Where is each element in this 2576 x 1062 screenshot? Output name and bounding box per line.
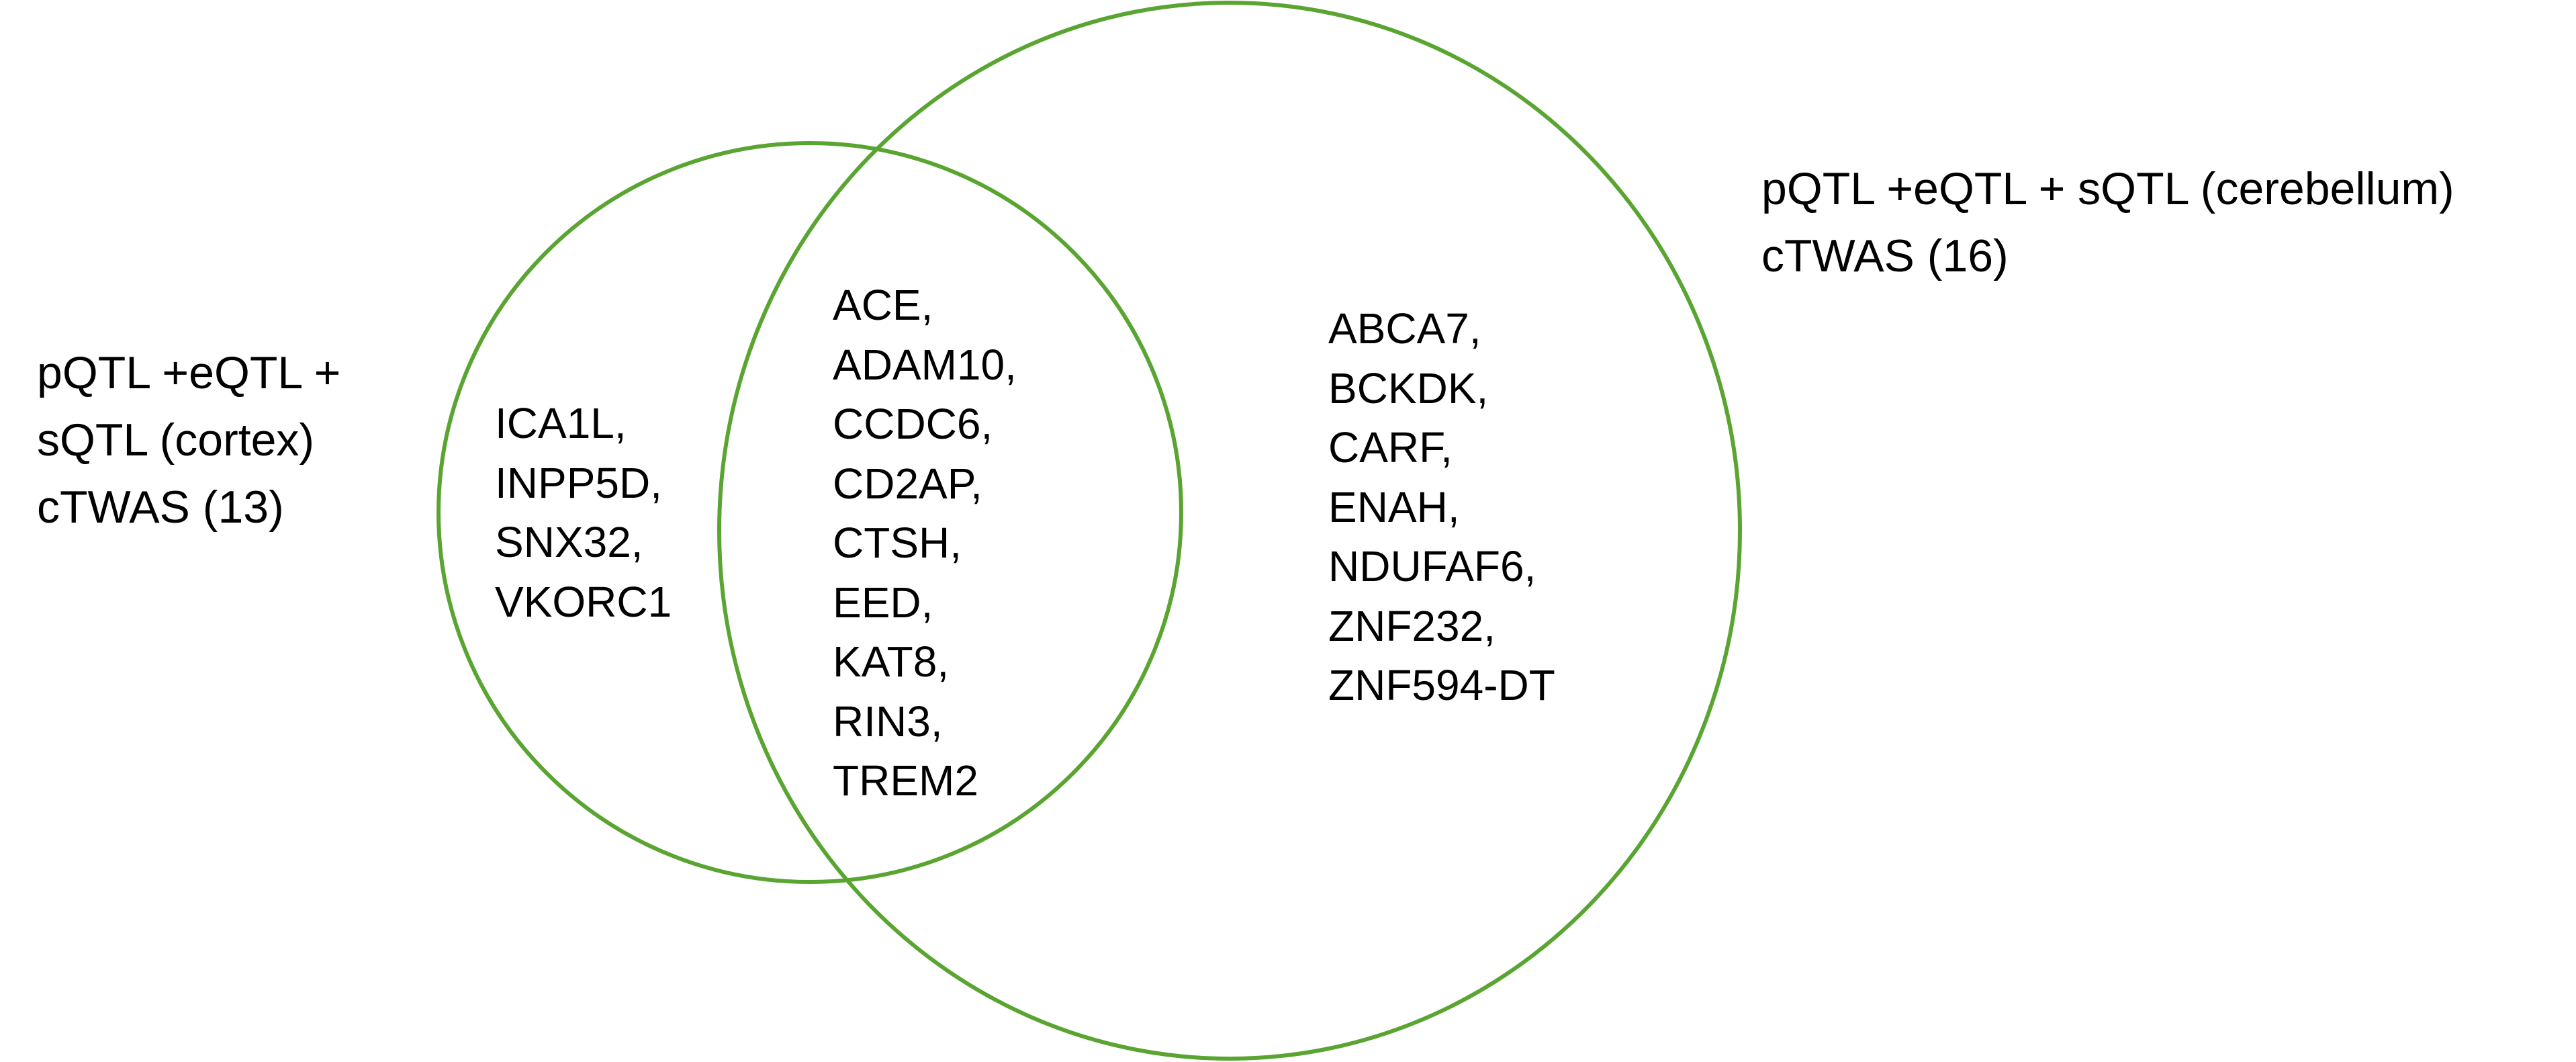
cortex-label-line: pQTL +eQTL + bbox=[37, 347, 341, 398]
cerebellum-set-circle bbox=[717, 1, 1742, 1061]
gene-item: CCDC6, bbox=[833, 400, 993, 448]
gene-item: ABCA7, bbox=[1328, 304, 1481, 353]
gene-item: CD2AP, bbox=[833, 459, 982, 508]
gene-item: ENAH, bbox=[1328, 482, 1460, 531]
cortex-set-circle bbox=[436, 141, 1183, 884]
gene-item: EED, bbox=[833, 578, 933, 627]
cerebellum-label-line: pQTL +eQTL + sQTL (cerebellum) bbox=[1761, 163, 2454, 214]
gene-item: CTSH, bbox=[833, 519, 962, 567]
gene-item: CARF, bbox=[1328, 423, 1453, 472]
cerebellum-only-gene-list: ABCA7, BCKDK, CARF, ENAH, NDUFAF6, ZNF23… bbox=[1328, 299, 1555, 715]
gene-item: SNX32, bbox=[495, 518, 643, 566]
gene-item: ZNF232, bbox=[1328, 601, 1496, 650]
gene-item: ADAM10, bbox=[833, 340, 1017, 389]
gene-item: VKORC1 bbox=[495, 577, 672, 626]
gene-item: ZNF594-DT bbox=[1328, 661, 1555, 709]
cerebellum-label-line: cTWAS (16) bbox=[1761, 230, 2009, 281]
gene-item: ICA1L, bbox=[495, 399, 627, 447]
cortex-set-label: pQTL +eQTL + sQTL (cortex) cTWAS (13) bbox=[37, 339, 340, 541]
cortex-label-line: sQTL (cortex) bbox=[37, 414, 315, 466]
shared-gene-list: ACE, ADAM10, CCDC6, CD2AP, CTSH, EED, KA… bbox=[833, 275, 1017, 811]
gene-item: KAT8, bbox=[833, 637, 950, 686]
gene-item: RIN3, bbox=[833, 697, 943, 746]
gene-item: ACE, bbox=[833, 281, 933, 329]
gene-item: NDUFAF6, bbox=[1328, 542, 1536, 590]
cortex-only-gene-list: ICA1L, INPP5D, SNX32, VKORC1 bbox=[495, 394, 672, 631]
cerebellum-set-label: pQTL +eQTL + sQTL (cerebellum) cTWAS (16… bbox=[1761, 155, 2454, 290]
gene-item: INPP5D, bbox=[495, 458, 662, 507]
gene-item: TREM2 bbox=[833, 756, 978, 805]
gene-item: BCKDK, bbox=[1328, 363, 1489, 412]
cortex-label-line: cTWAS (13) bbox=[37, 482, 284, 533]
